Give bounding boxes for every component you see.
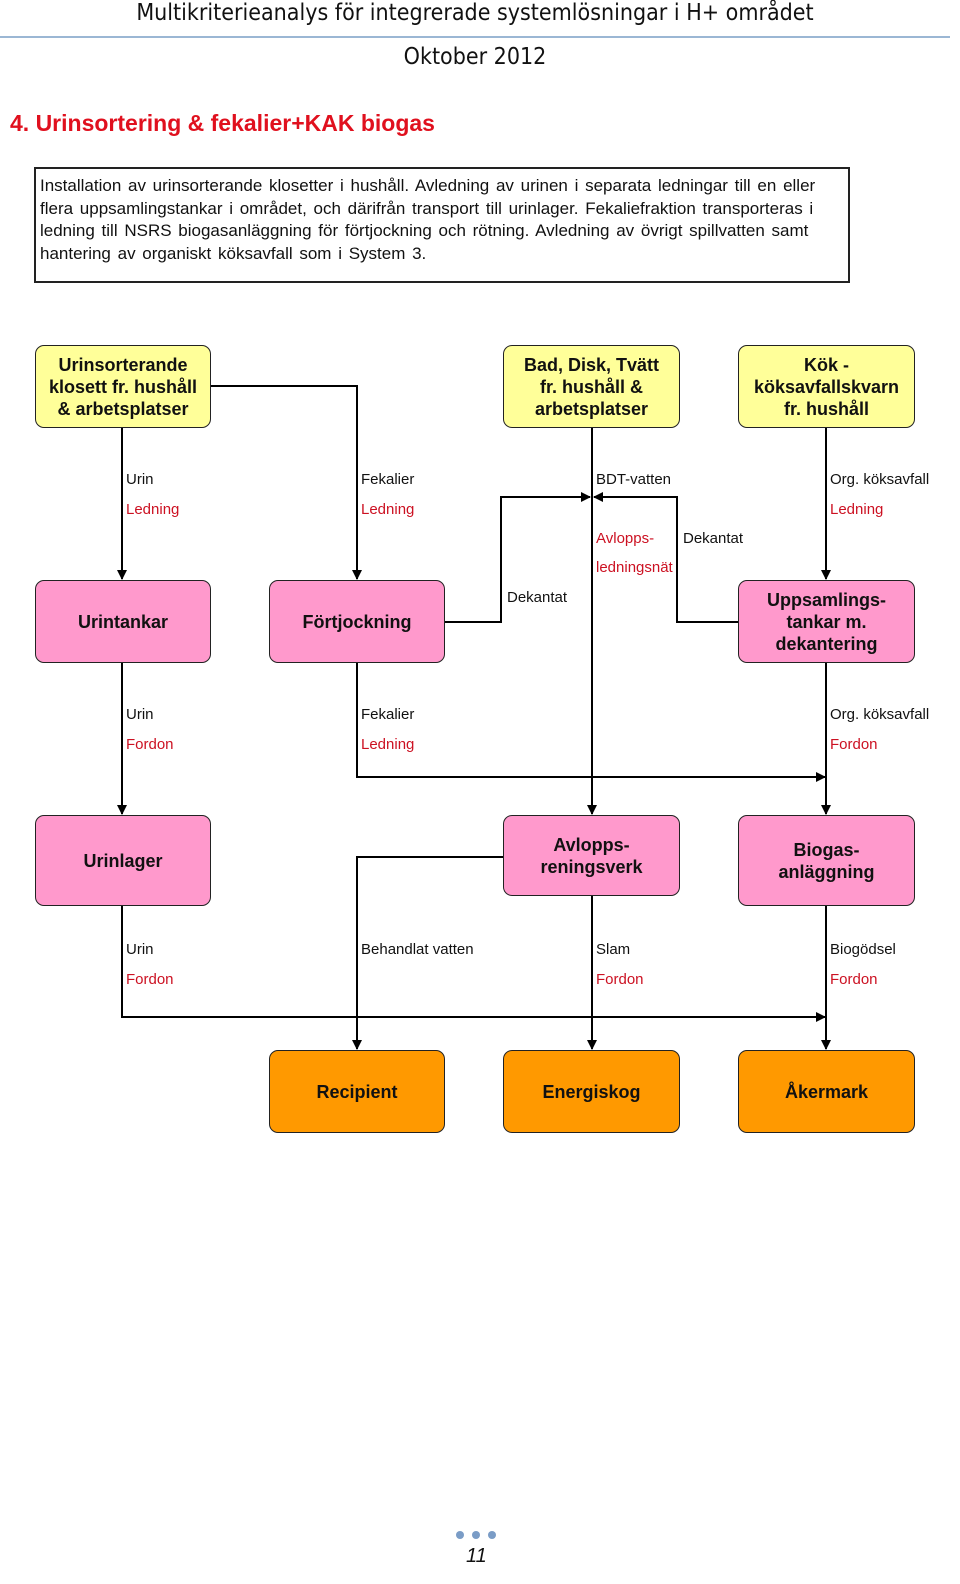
transport-label: Avlopps- [596, 530, 655, 547]
transport-label: Fordon [596, 971, 644, 988]
flow-label: Org. köksavfall [830, 471, 930, 488]
transport-label: Fordon [126, 736, 174, 753]
box-urintankar: Urintankar [35, 580, 211, 663]
document-date: Oktober 2012 [403, 44, 547, 70]
arrow-urin-akermark [121, 906, 826, 1022]
box-uppsamlingstankar: Uppsamlings- tankar m. dekantering [738, 580, 915, 663]
arrow-dekantat-left [445, 492, 591, 623]
flow-label: Fekalier [361, 706, 415, 723]
footer-dot [472, 1531, 480, 1539]
transport-label: ledningsnät [596, 559, 673, 576]
box-kok: Kök - köksavfallskvarn fr. hushåll [738, 345, 915, 428]
box-urinsorterande-klosett: Urinsorterande klosett fr. hushåll & arb… [35, 345, 211, 428]
document-title: Multikriterieanalys för integrerade syst… [136, 0, 814, 26]
flow-label: Dekantat [683, 530, 744, 547]
box-urinlager: Urinlager [35, 815, 211, 906]
flow-label: Dekantat [507, 589, 568, 606]
page-number: 11 [466, 1545, 487, 1567]
box-fortjockning: Förtjockning [269, 580, 445, 663]
box-recipient: Recipient [269, 1050, 445, 1133]
flow-label: Org. köksavfall [830, 706, 930, 723]
arrow-fekalier-biogas [356, 663, 826, 782]
description-box: Installation av urinsorterande klosetter… [34, 167, 850, 283]
section-heading: 4. Urinsortering & fekalier+KAK biogas [10, 110, 435, 136]
arrow-behandlat-vatten [352, 856, 503, 1050]
flow-label: Fekalier [361, 471, 415, 488]
footer-dot [456, 1531, 464, 1539]
box-avloppsreningsverk: Avlopps- reningsverk [503, 815, 680, 896]
box-biogasanlaggning: Biogas- anläggning [738, 815, 915, 906]
transport-label: Ledning [361, 736, 415, 753]
arrow-dekantat-right [593, 492, 738, 623]
transport-label: Fordon [830, 971, 878, 988]
flow-label: Urin [126, 941, 154, 958]
flow-label: BDT-vatten [596, 471, 672, 488]
transport-label: Ledning [361, 501, 415, 518]
transport-label: Ledning [830, 501, 884, 518]
flow-label: Urin [126, 706, 154, 723]
transport-label: Fordon [126, 971, 174, 988]
arrow-fekalier-ledning [211, 385, 362, 580]
box-akermark: Åkermark [738, 1050, 915, 1133]
transport-label: Ledning [126, 501, 180, 518]
flow-label: Behandlat vatten [361, 941, 474, 958]
header-rule [0, 36, 950, 38]
box-bad-disk-tvatt: Bad, Disk, Tvätt fr. hushåll & arbetspla… [503, 345, 680, 428]
footer-dot [488, 1531, 496, 1539]
box-energiskog: Energiskog [503, 1050, 680, 1133]
transport-label: Fordon [830, 736, 878, 753]
flow-label: Slam [596, 941, 631, 958]
flow-label: Urin [126, 471, 154, 488]
flow-label: Biogödsel [830, 941, 896, 958]
